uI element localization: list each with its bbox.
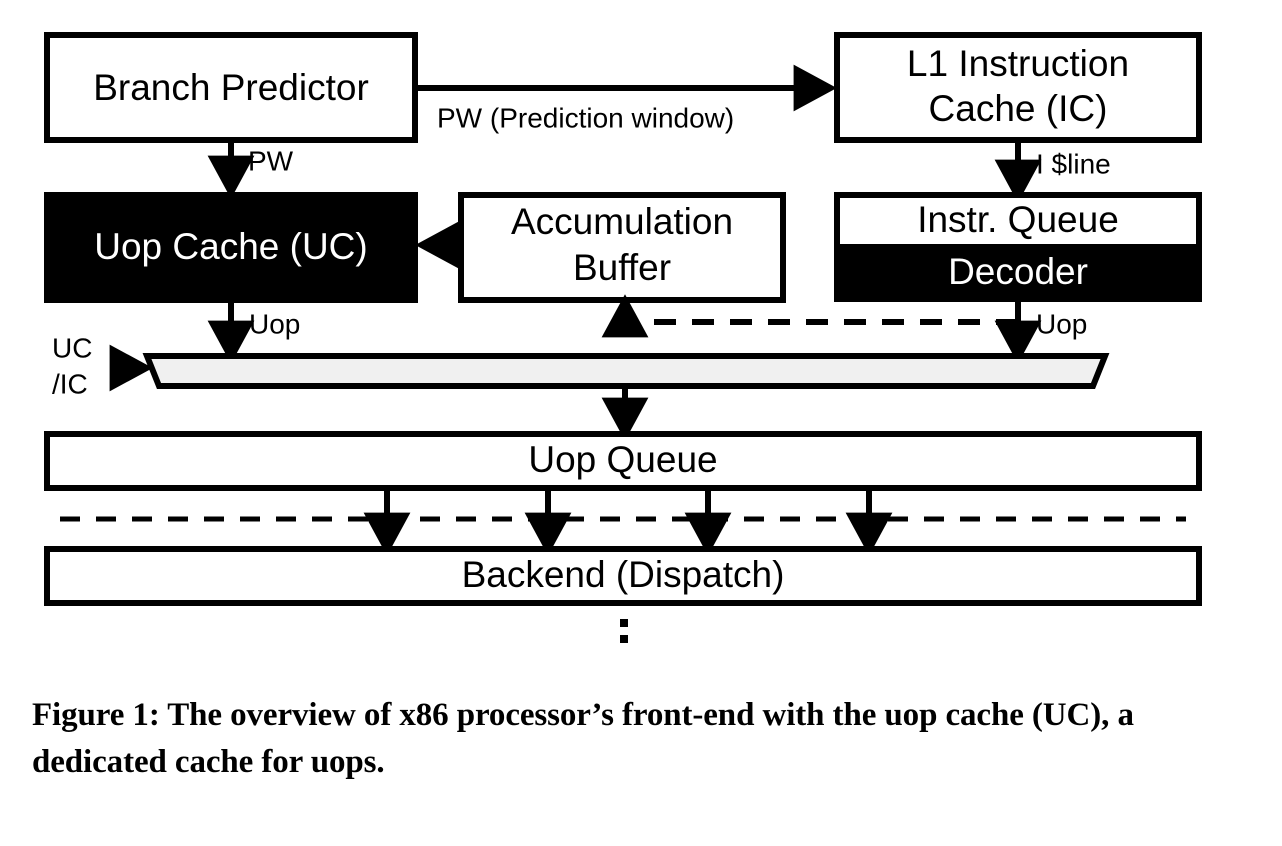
accumulation-buffer-label-line2: Buffer: [573, 247, 671, 288]
uop-queue-rect: [44, 431, 1202, 491]
uop-queue-label: Uop Queue: [528, 439, 717, 480]
uop-cache-rect: [44, 192, 418, 303]
vertical-ellipsis: [620, 619, 628, 643]
l1-instruction-cache-block[interactable]: L1 Instruction Cache (IC): [834, 32, 1202, 143]
uop-cache-label: Uop Cache (UC): [94, 226, 367, 267]
accumulation-buffer-label-line1: Accumulation: [511, 201, 733, 242]
mux-selector-label-line1: UC: [52, 332, 92, 363]
branch-predictor-block[interactable]: Branch Predictor: [44, 32, 418, 143]
edge-label-pw-prediction-window: PW (Prediction window): [437, 102, 734, 133]
decoder-block[interactable]: Decoder: [834, 244, 1202, 302]
edge-label-pw: PW: [248, 145, 294, 176]
instr-queue-rect: [834, 192, 1202, 250]
front-end-block-diagram: Branch Predictor L1 Instruction Cache (I…: [44, 32, 1202, 643]
l1-instruction-cache-label-line2: Cache (IC): [929, 88, 1108, 129]
caption-line-2: uop cache (UC), a dedicated cache for uo…: [32, 697, 1134, 780]
instr-queue-block[interactable]: Instr. Queue: [834, 192, 1202, 250]
edge-label-i-cache-line: I $line: [1036, 148, 1111, 179]
branch-predictor-label: Branch Predictor: [93, 67, 369, 108]
accumulation-buffer-block[interactable]: Accumulation Buffer: [458, 192, 786, 303]
backend-label: Backend (Dispatch): [462, 554, 785, 595]
backend-rect: [44, 546, 1202, 606]
backend-block[interactable]: Backend (Dispatch): [44, 546, 1202, 606]
uop-cache-block[interactable]: Uop Cache (UC): [44, 192, 418, 303]
decoder-label: Decoder: [948, 251, 1088, 292]
branch-predictor-rect: [44, 32, 418, 143]
uop-queue-block[interactable]: Uop Queue: [44, 431, 1202, 491]
edge-label-uop-decoder: Uop: [1036, 308, 1087, 339]
l1-instruction-cache-label-line1: L1 Instruction: [907, 43, 1129, 84]
uc-ic-mux-trapezoid[interactable]: [142, 353, 1110, 389]
instr-queue-label: Instr. Queue: [917, 199, 1119, 240]
mux-selector-label-line2: /IC: [52, 368, 88, 399]
caption-line-1: Figure 1: The overview of x86 processor’…: [32, 697, 877, 733]
edge-label-uop-cache-out: Uop: [249, 308, 300, 339]
figure-caption: Figure 1: The overview of x86 processor’…: [32, 692, 1242, 786]
